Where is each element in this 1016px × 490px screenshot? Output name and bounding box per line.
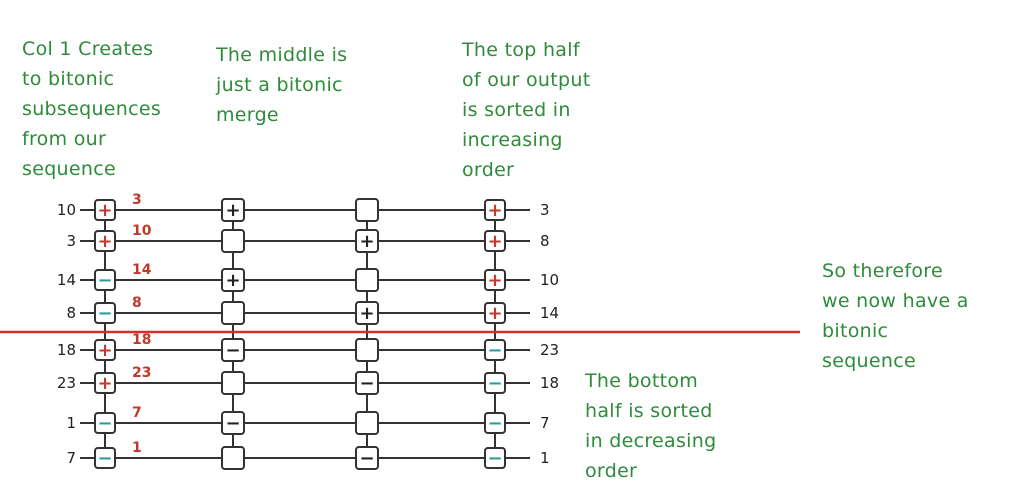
output-label: 23 xyxy=(540,341,559,359)
comparator-box xyxy=(355,268,379,292)
comparator-box xyxy=(484,372,506,394)
comparator-box xyxy=(94,372,116,394)
col1-output-label: 23 xyxy=(132,365,151,381)
comparator-box xyxy=(355,411,379,435)
col1-output-label: 3 xyxy=(132,192,142,208)
comparator-box xyxy=(94,339,116,361)
input-label: 3 xyxy=(66,232,76,250)
comparator-box xyxy=(94,447,116,469)
comparator-box xyxy=(94,199,116,221)
comparator-box xyxy=(484,230,506,252)
input-label: 8 xyxy=(66,304,76,322)
output-label: 10 xyxy=(540,271,559,289)
comparator-sign: + xyxy=(359,231,374,252)
comparator-box xyxy=(94,412,116,434)
col1-output-label: 1 xyxy=(132,440,142,456)
col1-output-label: 10 xyxy=(132,223,152,239)
input-label: 14 xyxy=(57,271,76,289)
comparator-box xyxy=(484,302,506,324)
comparator-sign: + xyxy=(97,200,112,221)
note-therefore: So therefore we now have a bitonic seque… xyxy=(822,260,969,372)
output-label: 8 xyxy=(540,232,550,250)
output-label: 3 xyxy=(540,201,550,219)
comparator-box xyxy=(94,302,116,324)
comparator-box xyxy=(94,230,116,252)
col1-output-label: 18 xyxy=(132,332,151,348)
comparator-box xyxy=(221,446,245,470)
comparator-box xyxy=(355,301,379,325)
comparator-box xyxy=(355,198,379,222)
comparator-sign: − xyxy=(487,373,502,394)
comparator-box xyxy=(484,269,506,291)
comparator-sign: + xyxy=(487,303,502,324)
comparator-box xyxy=(355,338,379,362)
comparator-sign: − xyxy=(225,413,240,434)
comparator-box xyxy=(221,301,245,325)
comparator-sign: + xyxy=(97,373,112,394)
comparator-sign: + xyxy=(487,231,502,252)
comparator-box xyxy=(484,412,506,434)
comparator-sign: + xyxy=(225,200,240,221)
comparator-sign: + xyxy=(225,270,240,291)
comparator-sign: − xyxy=(487,448,502,469)
comparator-box xyxy=(94,269,116,291)
comparator-sign: + xyxy=(487,270,502,291)
output-label: 1 xyxy=(540,449,550,467)
input-label: 7 xyxy=(66,449,76,467)
comparator-box xyxy=(221,198,245,222)
comparator-sign: + xyxy=(487,200,502,221)
comparator-box xyxy=(484,447,506,469)
comparator-sign: − xyxy=(359,448,374,469)
comparator-box xyxy=(221,371,245,395)
comparator-box xyxy=(221,268,245,292)
note-bottom-half: The bottom half is sorted in decreasing … xyxy=(585,370,717,482)
output-label: 18 xyxy=(540,374,559,392)
comparator-sign: − xyxy=(97,270,112,291)
comparator-sign: − xyxy=(97,448,112,469)
comparator-box xyxy=(484,339,506,361)
note-top-half: The top half of our output is sorted in … xyxy=(462,39,591,181)
comparator-box xyxy=(221,411,245,435)
comparator-sign: − xyxy=(487,340,502,361)
col1-output-label: 8 xyxy=(132,295,142,311)
note-col1: Col 1 Creates to bitonic subsequences fr… xyxy=(22,38,162,180)
comparator-box xyxy=(221,338,245,362)
output-label: 7 xyxy=(540,414,550,432)
comparator-box xyxy=(355,371,379,395)
comparator-sign: − xyxy=(97,303,112,324)
comparator-sign: − xyxy=(359,373,374,394)
output-label: 14 xyxy=(540,304,559,322)
comparator-sign: + xyxy=(359,303,374,324)
comparator-box xyxy=(355,446,379,470)
col1-output-label: 14 xyxy=(132,262,152,278)
comparator-box xyxy=(355,229,379,253)
note-middle: The middle is just a bitonic merge xyxy=(216,44,348,126)
comparator-sign: + xyxy=(97,340,112,361)
col1-output-label: 7 xyxy=(132,405,142,421)
comparator-sign: + xyxy=(97,231,112,252)
input-label: 18 xyxy=(57,341,76,359)
input-label: 10 xyxy=(57,201,76,219)
comparator-sign: − xyxy=(487,413,502,434)
comparator-sign: − xyxy=(225,340,240,361)
comparator-box xyxy=(221,229,245,253)
comparator-box xyxy=(484,199,506,221)
comparator-sign: − xyxy=(97,413,112,434)
input-label: 23 xyxy=(57,374,76,392)
input-label: 1 xyxy=(66,414,76,432)
